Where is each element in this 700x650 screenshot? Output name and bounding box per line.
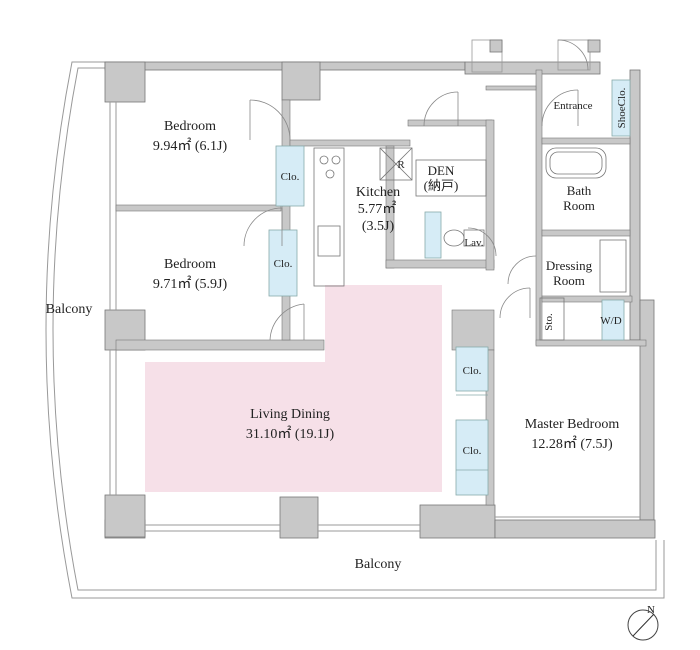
den-fixtures (415, 159, 487, 197)
bathtub (545, 147, 607, 179)
kitchen-area: 5.77㎡ (358, 201, 397, 217)
closet-label-1: Clo. (281, 171, 300, 183)
master-area: 12.28㎡ (7.5J) (531, 436, 613, 452)
lav-label: Lav. (464, 237, 483, 249)
bedroom2-area: 9.71㎡ (5.9J) (153, 276, 228, 292)
interior-walls (115, 69, 647, 506)
kitchen-fixtures (313, 147, 413, 287)
fridge-label: R (397, 159, 405, 171)
toilet (443, 229, 485, 247)
outer-walls (104, 39, 656, 539)
living-area: 31.10㎡ (19.1J) (246, 426, 335, 442)
north-label: N (647, 604, 655, 616)
closets (268, 79, 631, 496)
kitchen-jo: (3.5J) (362, 219, 395, 234)
bedroom2-name: Bedroom (164, 257, 216, 272)
dressing-name2: Room (553, 273, 585, 288)
wd-label: W/D (600, 315, 621, 327)
balcony-left-label: Balcony (46, 302, 93, 317)
bedroom1-area: 9.94㎡ (6.1J) (153, 138, 228, 154)
den-name: DEN (428, 163, 455, 178)
closet-label-2: Clo. (274, 258, 293, 270)
doors (243, 39, 589, 341)
living-name: Living Dining (250, 407, 330, 422)
shoe-closet-label: ShoeClo. (616, 87, 628, 128)
bedroom1-name: Bedroom (164, 119, 216, 134)
bath-name2: Room (563, 198, 595, 213)
closet-label-4: Clo. (463, 445, 482, 457)
living-dining-area (145, 285, 442, 492)
master-name: Master Bedroom (525, 417, 620, 432)
den-sub: (納戸) (424, 178, 459, 193)
balcony-bottom-label: Balcony (355, 557, 402, 572)
kitchen-name: Kitchen (356, 185, 400, 200)
balcony-outline (45, 61, 665, 599)
compass (627, 609, 659, 641)
vanity (539, 239, 627, 341)
entrance-label: Entrance (553, 100, 592, 112)
closet-label-3: Clo. (463, 365, 482, 377)
dressing-name1: Dressing (546, 258, 593, 273)
bath-name1: Bath (567, 183, 592, 198)
storage-label: Sto. (543, 313, 555, 331)
closet-dividers (456, 394, 488, 471)
